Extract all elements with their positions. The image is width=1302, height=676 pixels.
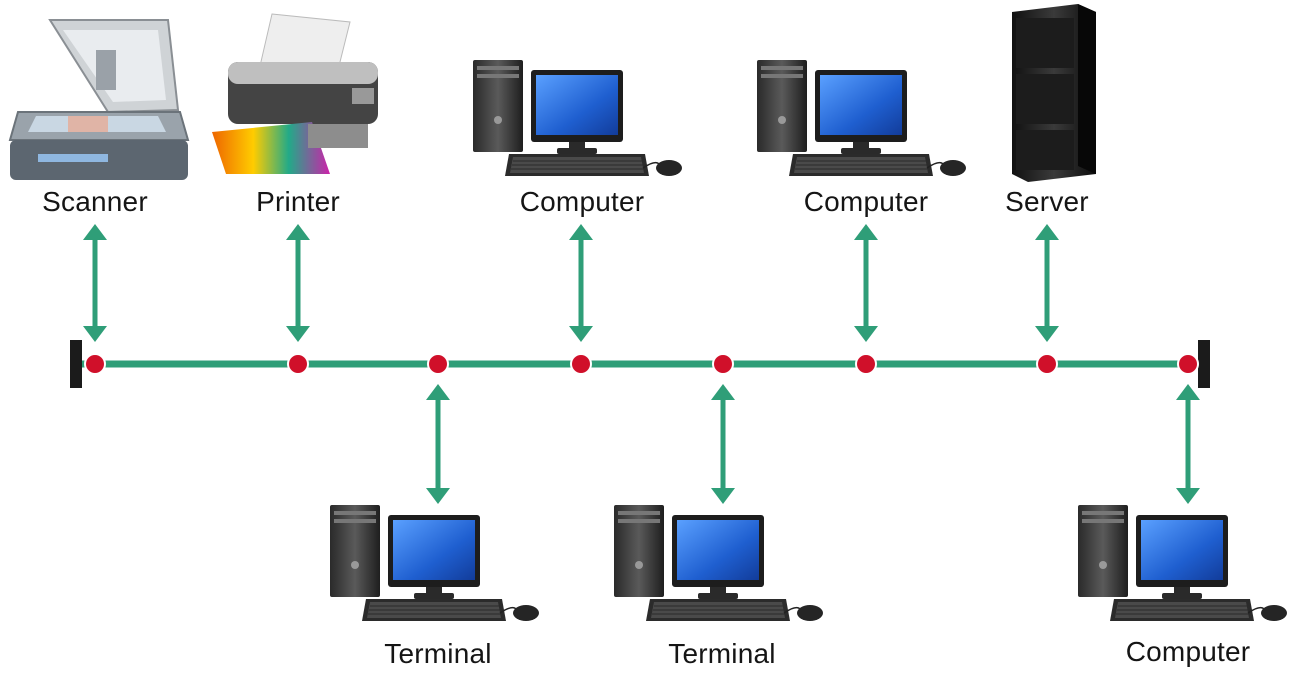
device-label-terminal-2: Terminal (668, 638, 776, 669)
arrow-scanner (83, 224, 107, 342)
arrow-head-down (1035, 326, 1059, 342)
device-label-scanner: Scanner (42, 186, 148, 217)
arrow-head-up (569, 224, 593, 240)
arrow-head-down (854, 326, 878, 342)
device-label-printer: Printer (256, 186, 340, 217)
computer-icon (1077, 504, 1288, 622)
bus-node (287, 353, 309, 375)
arrow-head-down (711, 488, 735, 504)
arrow-terminal-2 (711, 384, 735, 504)
arrow-head-up (83, 224, 107, 240)
bus-node (855, 353, 877, 375)
arrow-head-down (286, 326, 310, 342)
arrow-head-down (83, 326, 107, 342)
bus-node (1036, 353, 1058, 375)
printer-icon (211, 13, 379, 175)
arrow-head-up (1035, 224, 1059, 240)
right-terminator (1198, 340, 1210, 388)
arrow-head-down (1176, 488, 1200, 504)
device-label-terminal-1: Terminal (384, 638, 492, 669)
computer-icon (756, 59, 967, 177)
arrow-computer-1 (569, 224, 593, 342)
device-label-computer-3: Computer (1125, 636, 1251, 667)
arrow-computer-2 (854, 224, 878, 342)
device-label-server: Server (1005, 186, 1089, 217)
arrow-printer (286, 224, 310, 342)
arrow-head-up (286, 224, 310, 240)
arrow-head-down (569, 326, 593, 342)
left-terminator (70, 340, 82, 388)
device-label-computer-1: Computer (519, 186, 645, 217)
scanner-icon (9, 19, 189, 181)
arrow-head-up (1176, 384, 1200, 400)
computer-icon (329, 504, 540, 622)
computer-icon (472, 59, 683, 177)
computer-icon (613, 504, 824, 622)
arrow-terminal-1 (426, 384, 450, 504)
arrow-head-up (711, 384, 735, 400)
device-label-computer-2: Computer (803, 186, 929, 217)
bus-node (427, 353, 449, 375)
arrow-head-down (426, 488, 450, 504)
bus-node (712, 353, 734, 375)
server-icon (1012, 4, 1096, 182)
arrow-head-up (426, 384, 450, 400)
arrow-server (1035, 224, 1059, 342)
arrow-head-up (854, 224, 878, 240)
bus-node (570, 353, 592, 375)
bus-node (1177, 353, 1199, 375)
bus-node (84, 353, 106, 375)
arrow-computer-3 (1176, 384, 1200, 504)
